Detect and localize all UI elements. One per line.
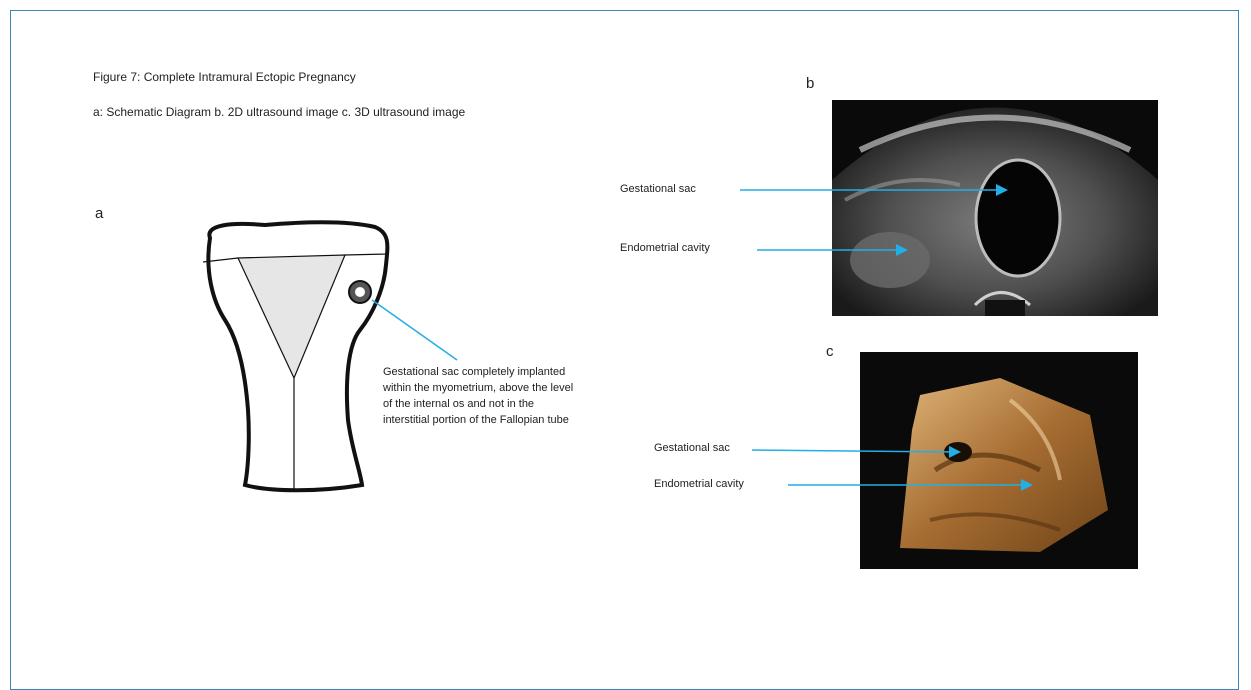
uterus-schematic [203,222,457,490]
gestational-sac-ring-inner [355,287,365,297]
panel-b-label-endometrial-cavity: Endometrial cavity [620,242,710,254]
figure-graphics [0,0,1251,675]
ultrasound-2d-image [832,100,1158,316]
panel-a-description: Gestational sac completely implanted wit… [383,364,583,428]
arrow-icon [372,300,457,360]
ultrasound-3d-image [860,352,1138,569]
panel-c-label-gestational-sac: Gestational sac [654,442,730,454]
panel-c-label-endometrial-cavity: Endometrial cavity [654,478,744,490]
panel-b-label-gestational-sac: Gestational sac [620,183,696,195]
